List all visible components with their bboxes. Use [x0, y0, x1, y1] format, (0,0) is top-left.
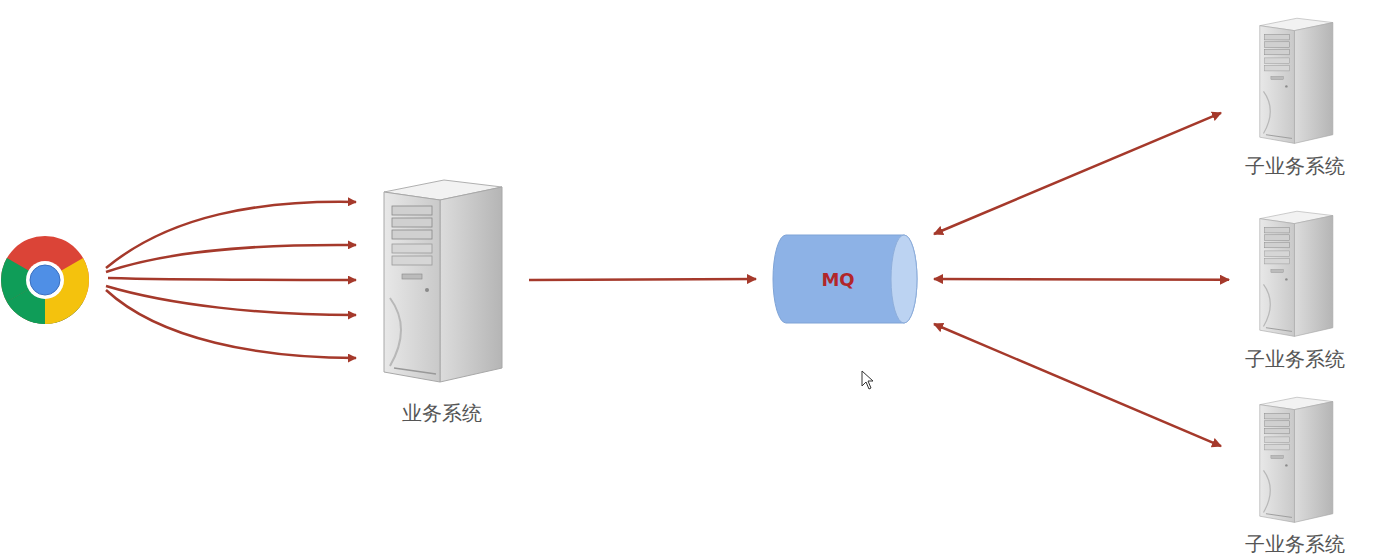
server-illustration [1260, 18, 1333, 143]
queue-cylinder: MQ [772, 234, 918, 324]
message-arrow [934, 324, 1221, 446]
server-node: 子业务系统 [1231, 392, 1359, 556]
server-illustration [1260, 211, 1333, 336]
request-arrows [106, 202, 356, 358]
server-label: 子业务系统 [1231, 154, 1359, 178]
server-illustration [384, 180, 502, 382]
server-node: 子业务系统 [1231, 208, 1359, 371]
queue-label: MQ [772, 234, 904, 324]
server-label: 子业务系统 [1231, 532, 1359, 556]
server-label: 业务系统 [363, 401, 521, 425]
browser-icon [1, 236, 89, 324]
message-arrow [934, 113, 1221, 234]
message-arrow [934, 278, 1229, 281]
mouse-cursor [862, 371, 873, 389]
server-node: 业务系统 [363, 175, 521, 425]
message-arrow [529, 279, 756, 280]
server-label: 子业务系统 [1231, 347, 1359, 371]
server-node: 子业务系统 [1231, 15, 1359, 178]
server-illustration [1260, 397, 1333, 522]
